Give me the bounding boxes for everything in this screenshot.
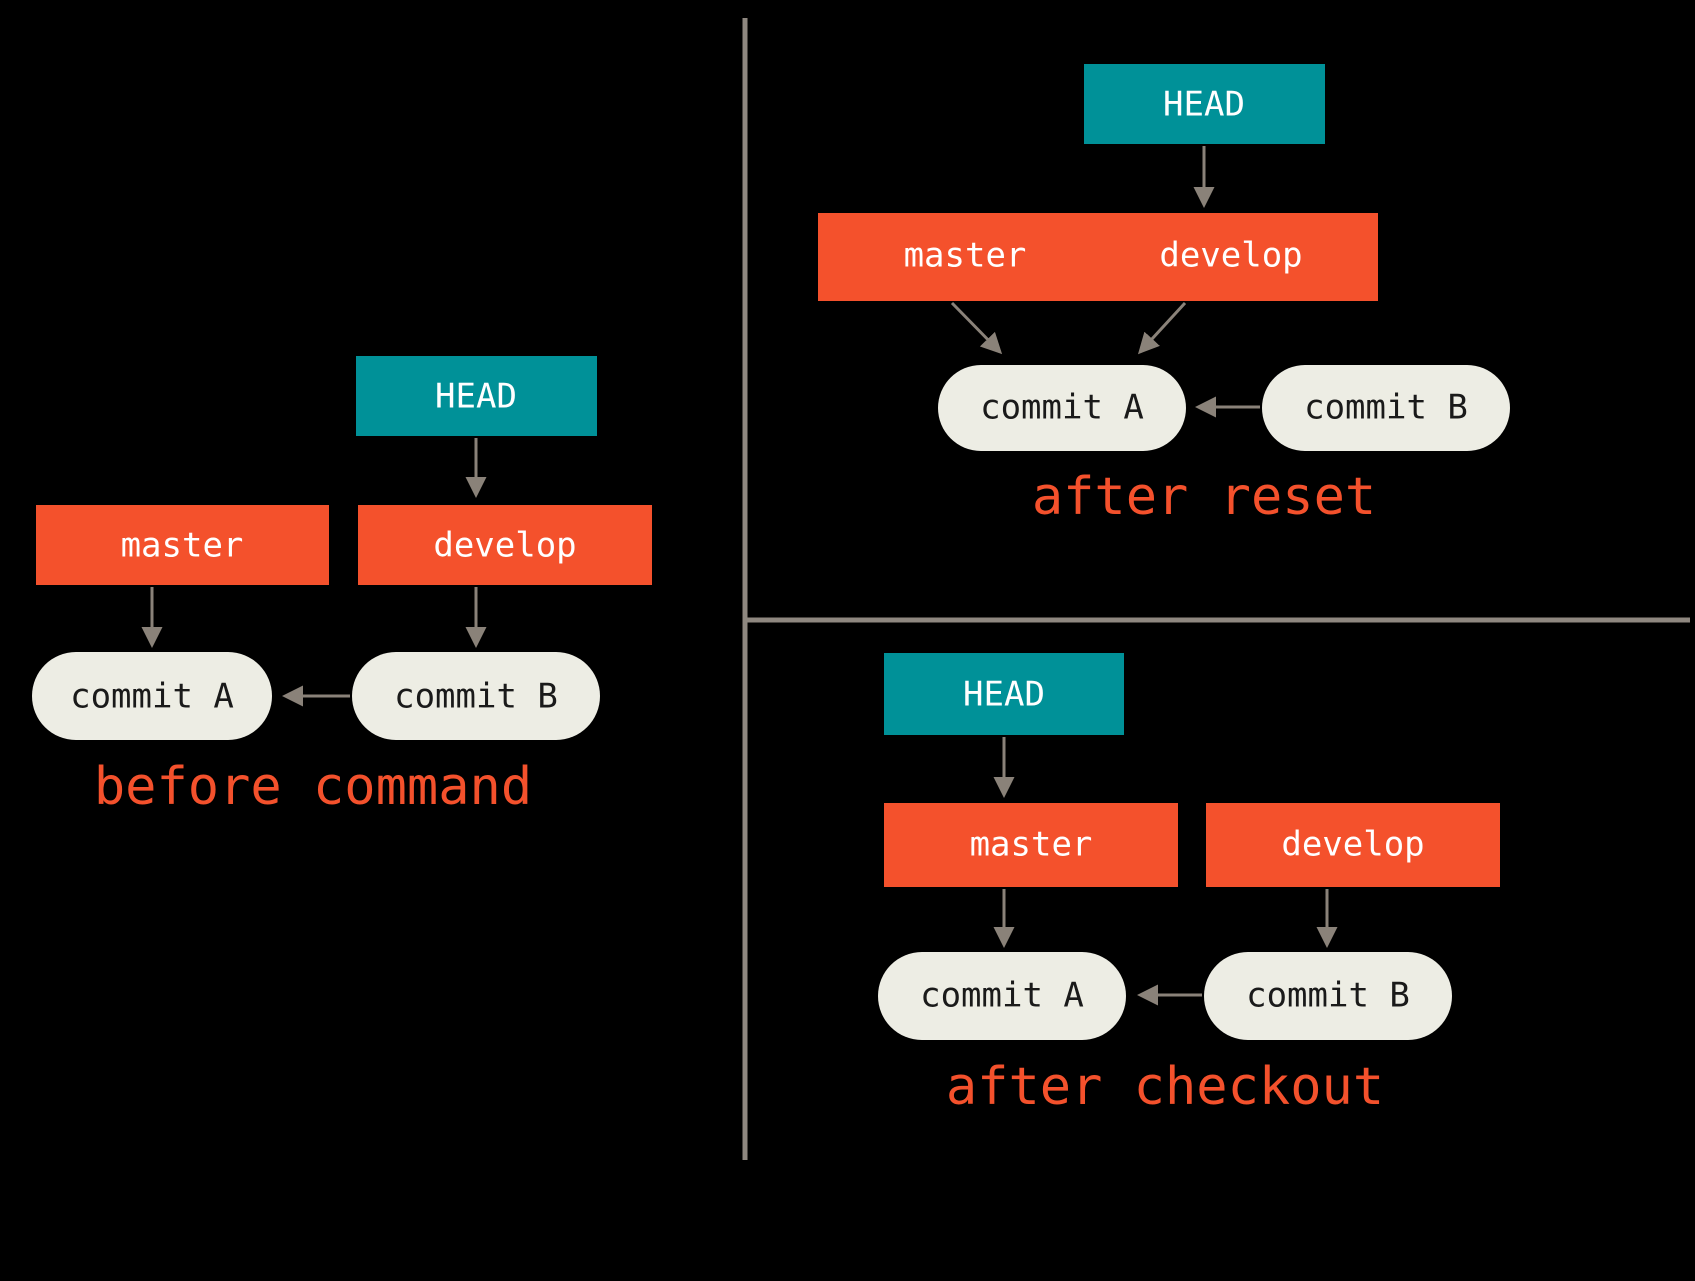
branch-label-master: master [121, 526, 244, 566]
branch-label-develop-checkout: develop [1281, 825, 1424, 865]
branch-label-develop: develop [433, 526, 576, 566]
branch-box-master-checkout[interactable]: master [884, 803, 1178, 887]
commit-node-b-reset[interactable]: commit B [1262, 365, 1510, 451]
commit-label-a: commit A [70, 677, 234, 717]
commit-node-a-before[interactable]: commit A [32, 652, 272, 740]
branch-box-develop-checkout[interactable]: develop [1206, 803, 1500, 887]
commit-label-b-reset: commit B [1304, 388, 1468, 428]
head-box-reset[interactable]: HEAD [1084, 64, 1325, 144]
caption-after-reset: after reset [1032, 467, 1376, 527]
commit-node-a-reset[interactable]: commit A [938, 365, 1186, 451]
head-label-checkout: HEAD [963, 675, 1045, 715]
head-box-rect-reset [1084, 64, 1325, 144]
panel-before-command: HEAD master develop commit A [32, 356, 652, 817]
branch-box-master-before[interactable]: master [36, 505, 329, 585]
panel-dividers [742, 18, 1690, 1160]
head-box-before[interactable]: HEAD [356, 356, 597, 436]
merged-branch-box-reset[interactable]: master develop [818, 213, 1378, 301]
branch-box-develop-before[interactable]: develop [358, 505, 652, 585]
head-box-checkout[interactable]: HEAD [884, 653, 1124, 735]
head-label-reset: HEAD [1163, 85, 1245, 125]
branch-label-develop-reset: develop [1159, 236, 1302, 276]
panel-after-reset: HEAD master develop commit A co [818, 64, 1510, 527]
commit-node-b-rect [352, 652, 600, 740]
commit-node-b-checkout[interactable]: commit B [1204, 952, 1452, 1040]
arrow-master-to-commit-a-reset [950, 301, 1003, 355]
commit-node-a-rect-reset [938, 365, 1186, 451]
branch-box-develop-rect [358, 505, 652, 585]
head-box-rect-checkout [884, 653, 1124, 735]
caption-after-checkout: after checkout [946, 1057, 1384, 1117]
commit-node-a-checkout[interactable]: commit A [878, 952, 1126, 1040]
commit-node-a-rect-checkout [878, 952, 1126, 1040]
head-label: HEAD [435, 377, 517, 417]
commit-node-a-rect [32, 652, 272, 740]
branch-label-master-checkout: master [970, 825, 1093, 865]
commit-node-b-rect-reset [1262, 365, 1510, 451]
commit-label-a-checkout: commit A [920, 976, 1084, 1016]
arrow-develop-to-commit-a-reset [1137, 301, 1187, 355]
commit-node-b-rect-checkout [1204, 952, 1452, 1040]
branch-box-develop-rect-checkout [1206, 803, 1500, 887]
branch-box-master-rect [36, 505, 329, 585]
branch-label-master-reset: master [904, 236, 1027, 276]
head-box-rect [356, 356, 597, 436]
commit-label-b-checkout: commit B [1246, 976, 1410, 1016]
commit-node-b-before[interactable]: commit B [352, 652, 600, 740]
commit-label-b: commit B [394, 677, 558, 717]
panel-after-checkout: HEAD master develop commit A [878, 653, 1500, 1117]
caption-before-command: before command [94, 757, 532, 817]
branch-box-master-rect-checkout [884, 803, 1178, 887]
merged-branch-box-rect [818, 213, 1378, 301]
commit-label-a-reset: commit A [980, 388, 1144, 428]
